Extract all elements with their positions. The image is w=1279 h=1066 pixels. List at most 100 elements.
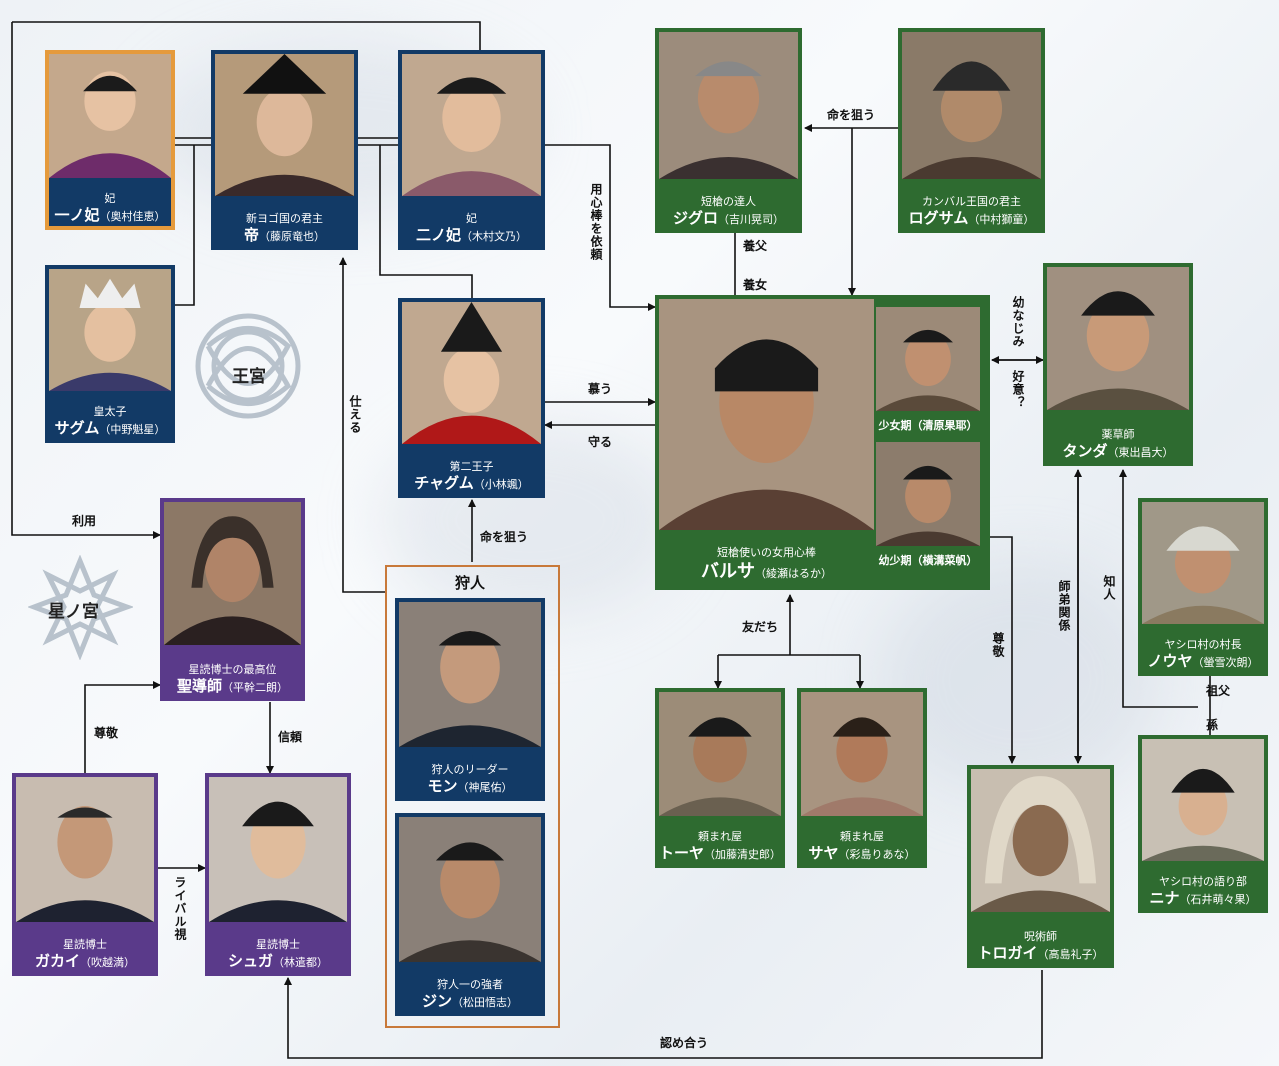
card-tanda[interactable]: 薬草師タンダ（東出昌大） — [1043, 263, 1193, 466]
label-mitomeau: 認め合う — [660, 1036, 709, 1050]
portrait-icon — [402, 54, 541, 196]
portrait-icon — [402, 302, 541, 444]
portrait-icon — [215, 54, 354, 196]
portrait-icon — [971, 769, 1110, 912]
portrait-icon — [659, 692, 781, 816]
card-ichinohi[interactable]: 妃一ノ妃（奥村佳恵） — [45, 50, 175, 230]
name-chagumu: チャグム — [414, 474, 474, 492]
palace-label: 王宮 — [232, 367, 266, 387]
name-gakai: ガカイ — [34, 952, 80, 970]
label-osananajimi: 幼なじみ — [1011, 296, 1025, 348]
portrait-icon — [399, 817, 541, 962]
hunters-group — [385, 565, 560, 1028]
arrow-mitomeau — [284, 970, 1043, 1059]
name-sagumu: サグム — [54, 419, 100, 437]
actor-shuga: （林遣都） — [273, 956, 328, 969]
actor-jin: （松田悟志） — [452, 996, 518, 1009]
role-rogusamu: カンバル王国の君主 — [922, 195, 1021, 208]
card-mikado[interactable]: 新ヨゴ国の君主帝（藤原竜也） — [211, 50, 358, 250]
actor-chagumu: （小林颯） — [473, 478, 529, 491]
role-balsa: 短槍使いの女用心棒 — [717, 546, 816, 559]
arrow-riyou — [11, 22, 161, 539]
portrait-icon — [659, 32, 798, 179]
name-mikado: 帝 — [243, 226, 259, 244]
card-mon[interactable]: 狩人のリーダーモン（神尾佑） — [395, 598, 545, 801]
line-mikado-ninohi — [358, 137, 398, 146]
role-jin: 狩人一の強者 — [437, 978, 503, 991]
actor-mikado: （藤原竜也） — [259, 230, 325, 243]
actor-mon: （神尾佑） — [457, 781, 513, 794]
role-shojo: 少女期（清原果耶） — [878, 419, 978, 432]
portrait-icon — [49, 269, 171, 391]
name-shuga: シュガ — [227, 952, 273, 970]
label-shitei: 師弟関係 — [1057, 580, 1071, 632]
role-sagumu: 皇太子 — [93, 405, 127, 418]
card-seidoushi[interactable]: 星読博士の最高位聖導師（平幹二朗） — [160, 498, 305, 701]
card-gakai[interactable]: 星読博士ガカイ（吹越満） — [12, 773, 158, 976]
label-tomodachi: 友だち — [742, 620, 779, 634]
arrow-sonkei-seidoushi — [84, 681, 161, 773]
portrait-icon — [49, 54, 171, 178]
label-mamoru: 守る — [588, 435, 613, 449]
hunters-group-title: 狩人 — [455, 574, 486, 592]
card-noya[interactable]: ヤシロ村の村長ノウヤ（螢雪次朗） — [1138, 498, 1268, 676]
name-torogai: トロガイ — [977, 944, 1038, 962]
card-sagumu[interactable]: 皇太子サグム（中野魁星） — [45, 265, 175, 443]
role-torogai: 呪術師 — [1024, 930, 1057, 943]
role-seidoushi: 星読博士の最高位 — [188, 663, 277, 676]
card-rogusamu[interactable]: カンバル王国の君主ログサム（中村獅童） — [898, 28, 1045, 233]
actor-noya: （螢雪次朗） — [1192, 656, 1259, 669]
arrow-chijin — [1119, 469, 1198, 708]
portrait-icon — [876, 307, 980, 411]
card-ninohi[interactable]: 妃二ノ妃（木村文乃） — [398, 50, 545, 250]
actor-saya: （彩島りあな） — [838, 848, 916, 861]
label-chijin: 知人 — [1102, 575, 1116, 601]
name-mon: モン — [427, 777, 458, 795]
portrait-icon — [1142, 739, 1264, 861]
portrait-icon — [164, 502, 301, 645]
star-palace-label: 星ノ宮 — [48, 602, 99, 622]
label-inochi-chagumu: 命を狙う — [480, 530, 529, 544]
arrow-sonkei-torogai — [990, 536, 1016, 764]
actor-balsa: （綾瀬はるか） — [755, 567, 832, 580]
label-shitau: 慕う — [588, 382, 613, 396]
card-jin[interactable]: 狩人一の強者ジン（松田悟志） — [395, 813, 545, 1016]
card-toya[interactable]: 頼まれ屋トーヤ（加藤清史郎） — [655, 688, 785, 868]
name-seidoushi: 聖導師 — [176, 677, 222, 695]
actor-rogusamu: （中村獅童） — [968, 213, 1035, 226]
label-tsukaeru: 仕える — [348, 395, 362, 434]
card-chagumu[interactable]: 第二王子チャグム（小林颯） — [398, 298, 545, 498]
portrait-icon — [209, 777, 347, 922]
portrait-icon — [801, 692, 923, 816]
card-shuga[interactable]: 星読博士シュガ（林遣都） — [205, 773, 351, 976]
portrait-icon — [902, 32, 1041, 179]
label-sonkei-torogai: 尊敬 — [991, 632, 1005, 658]
card-jiguro[interactable]: 短槍の達人ジグロ（吉川晃司） — [655, 28, 802, 233]
portrait-icon — [1047, 267, 1189, 410]
role-mikado: 新ヨゴ国の君主 — [246, 212, 323, 225]
portrait-icon — [876, 442, 980, 546]
arrow-youjinbou — [545, 144, 656, 311]
label-mago: 孫 — [1206, 718, 1219, 732]
label-koui: 好意？ — [1011, 370, 1025, 409]
name-toya: トーヤ — [659, 844, 705, 862]
card-balsa-shojo[interactable]: 少女期（清原果耶） — [876, 307, 980, 437]
card-balsa[interactable]: 短槍使いの女用心棒バルサ（綾瀬はるか） 少女期（清原果耶） 幼少期（横溝菜帆） — [655, 295, 990, 590]
actor-seidoushi: （平幹二朗） — [222, 681, 288, 694]
card-nina[interactable]: ヤシロ村の語り部ニナ（石井萌々果） — [1138, 735, 1268, 913]
actor-toya: （加藤清史郎） — [704, 848, 782, 861]
palace-emblem — [188, 306, 308, 426]
card-balsa-yoshoki[interactable]: 幼少期（横溝菜帆） — [876, 442, 980, 572]
label-youfu: 養父 — [743, 239, 768, 253]
name-nina: ニナ — [1149, 889, 1180, 907]
card-saya[interactable]: 頼まれ屋サヤ（彩島りあな） — [797, 688, 927, 868]
role-chagumu: 第二王子 — [449, 460, 494, 473]
role-shuga: 星読博士 — [256, 938, 300, 951]
actor-sagumu: （中野魁星） — [99, 423, 166, 436]
portrait-icon — [1142, 502, 1264, 624]
role-nina: ヤシロ村の語り部 — [1159, 875, 1247, 888]
line-top-border — [12, 21, 481, 52]
portrait-icon — [16, 777, 154, 922]
role-ichinohi: 妃 — [104, 192, 116, 205]
card-torogai[interactable]: 呪術師トロガイ（高島礼子） — [967, 765, 1114, 968]
